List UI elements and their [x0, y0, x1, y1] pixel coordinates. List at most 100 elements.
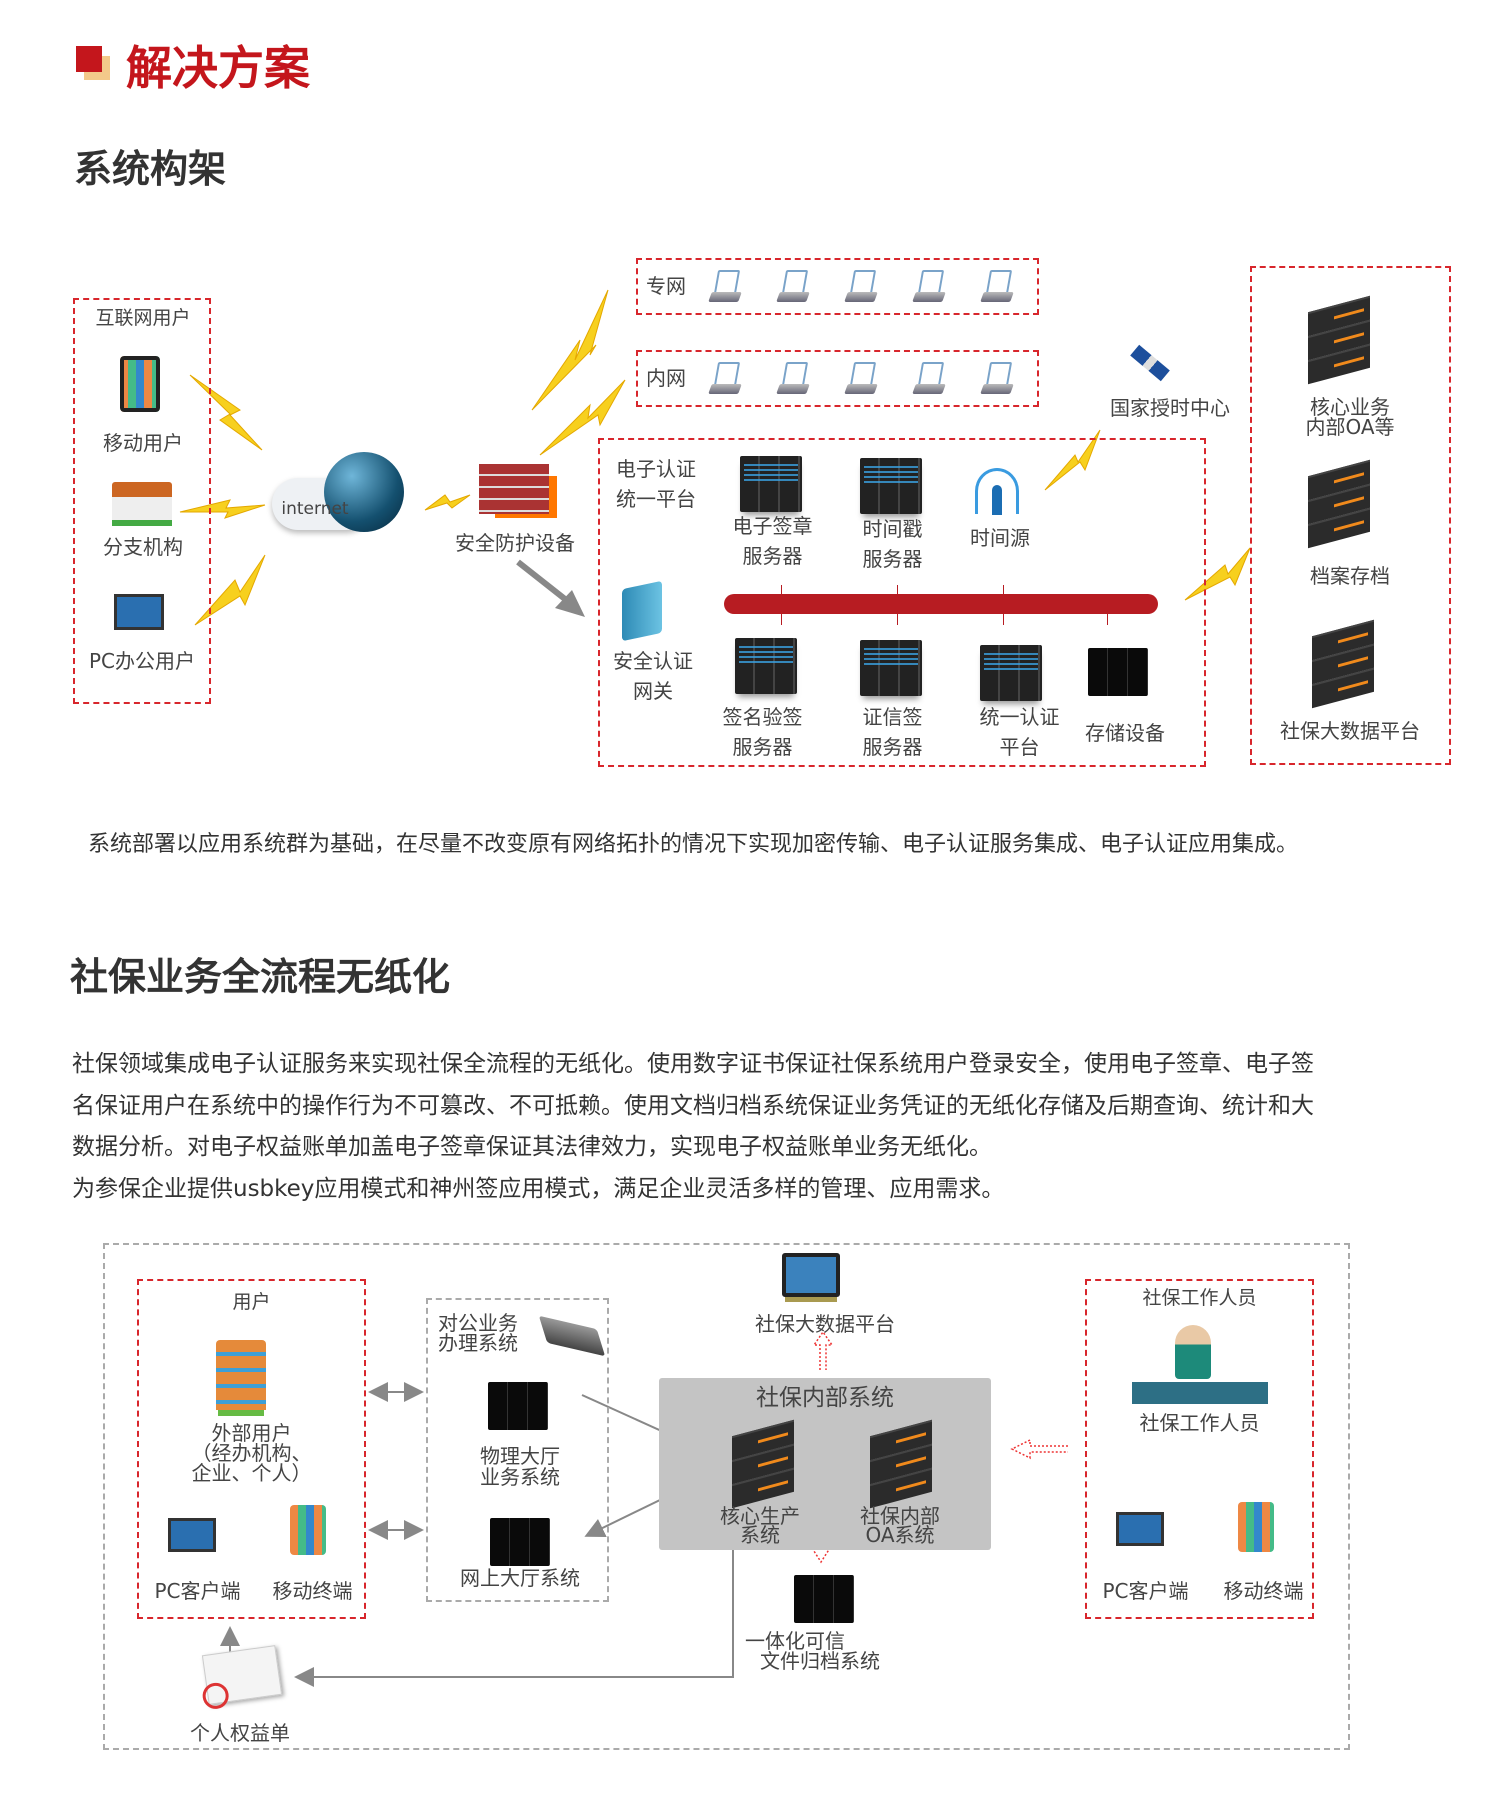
core-business-label-2: 内部OA等 — [1305, 415, 1395, 439]
user-mobile-label: 移动终端 — [272, 1579, 353, 1603]
esign-server-label-2: 服务器 — [742, 544, 803, 568]
server-tower-icon — [490, 1518, 550, 1566]
mobile-phone-icon — [1238, 1502, 1274, 1552]
intranet-label: 内网 — [646, 366, 686, 390]
server-icon — [860, 458, 922, 514]
staff-pc-label: PC客户端 — [1102, 1579, 1189, 1603]
business-systems-box — [1250, 266, 1451, 765]
network-bus — [724, 594, 1158, 614]
external-user-label-2: （经办机构、 — [191, 1441, 312, 1465]
core-business-label: 核心业务 — [1310, 395, 1390, 419]
public-business-label: 对公业务 — [438, 1311, 518, 1335]
platform-title-line1: 电子认证 — [616, 457, 696, 481]
paperless-paragraph: 社保领域集成电子认证服务来实现社保全流程的无纸化。使用数字证书保证社保系统用户登… — [72, 1044, 1314, 1210]
firewall-icon — [479, 464, 549, 514]
bus-connector — [1107, 605, 1108, 625]
branch-building-icon — [112, 482, 172, 520]
private-network-box — [636, 258, 1039, 315]
verify-server-label: 签名验签 — [722, 705, 803, 729]
staff-label: 社保工作人员 — [1139, 1411, 1260, 1435]
desktop-pc-icon — [1116, 1512, 1164, 1546]
archive-system-label-2: 文件归档系统 — [760, 1649, 880, 1673]
page-title: 解决方案 — [126, 41, 310, 95]
auth-platform-box — [598, 438, 1206, 767]
mobile-user-label: 移动用户 — [103, 431, 183, 455]
user-box — [137, 1279, 366, 1619]
lightning-icon — [179, 499, 266, 519]
unified-auth-label: 统一认证 — [979, 705, 1060, 729]
paragraph-line: 数据分析。对电子权益账单加盖电子签章保证其法律效力，实现电子权益账单业务无纸化。 — [72, 1134, 992, 1160]
public-business-label-2: 办理系统 — [438, 1331, 518, 1355]
lightning-icon — [424, 494, 471, 511]
timestamp-server-label-2: 服务器 — [862, 547, 923, 571]
unified-auth-label-2: 平台 — [999, 735, 1040, 759]
storage-label: 存储设备 — [1085, 721, 1165, 745]
desktop-pc-icon — [168, 1518, 216, 1552]
platform-title-line2: 统一平台 — [616, 487, 696, 511]
firewall-label: 安全防护设备 — [455, 531, 575, 555]
staff-box-title: 社保工作人员 — [1142, 1287, 1257, 1309]
server-tower-icon — [794, 1575, 854, 1623]
header-icon — [76, 46, 110, 80]
lightning-icon — [531, 289, 609, 411]
lightning-icon — [194, 554, 266, 626]
lightning-icon — [189, 374, 263, 451]
bus-connector — [1003, 585, 1004, 625]
server-icon — [860, 640, 922, 696]
esign-server-label: 电子签章 — [732, 514, 813, 538]
monitor-icon — [782, 1253, 840, 1297]
intranet-box — [636, 350, 1039, 407]
private-network-label: 专网 — [646, 274, 686, 298]
time-center-label: 国家授时中心 — [1110, 396, 1230, 420]
paperless-diagram-frame — [103, 1243, 1350, 1750]
mobile-phone-icon — [120, 356, 160, 412]
gateway-label-2: 网关 — [633, 679, 673, 703]
bigdata-label: 社保大数据平台 — [755, 1312, 895, 1336]
archive-storage-label: 档案存档 — [1310, 564, 1390, 588]
internal-system-panel — [659, 1378, 991, 1550]
staff-person-icon — [1175, 1325, 1211, 1379]
time-source-label: 时间源 — [970, 526, 1030, 550]
core-production-label: 核心生产 — [720, 1504, 800, 1528]
external-user-label-3: 企业、个人） — [191, 1461, 312, 1485]
core-production-label-2: 系统 — [740, 1523, 780, 1547]
internet-users-box — [73, 298, 211, 704]
paragraph-line: 为参保企业提供usbkey应用模式和神州签应用模式，满足企业灵活多样的管理、应用… — [72, 1175, 1005, 1202]
server-stack-icon — [870, 1419, 932, 1509]
user-pc-label: PC客户端 — [154, 1579, 241, 1603]
gateway-label: 安全认证 — [613, 649, 693, 673]
internal-oa-label-2: OA系统 — [865, 1523, 935, 1547]
internet-users-label: 互联网用户 — [95, 307, 191, 329]
online-hall-label: 网上大厅系统 — [460, 1566, 580, 1590]
globe-icon — [324, 452, 404, 532]
building-icon — [216, 1340, 266, 1410]
bus-connector — [781, 585, 782, 625]
lightning-icon — [539, 379, 626, 456]
staff-mobile-label: 移动终端 — [1223, 1579, 1304, 1603]
paragraph-line: 社保领域集成电子认证服务来实现社保全流程的无纸化。使用数字证书保证社保系统用户登… — [72, 1051, 1314, 1077]
archive-system-label: 一体化可信 — [745, 1629, 845, 1653]
physical-hall-label: 物理大厅 — [480, 1444, 560, 1468]
paragraph-line: 名保证用户在系统中的操作行为不可篡改、不可抵赖。使用文档归档系统保证业务凭证的无… — [72, 1092, 1314, 1119]
staff-box — [1085, 1279, 1314, 1619]
public-business-box — [426, 1298, 609, 1602]
pc-user-label: PC办公用户 — [88, 649, 196, 673]
server-icon — [735, 638, 797, 694]
cert-server-label: 证信签 — [862, 705, 923, 729]
internet-label: internet — [281, 499, 349, 519]
desk-icon — [1132, 1382, 1268, 1404]
storage-icon — [1088, 648, 1148, 696]
cert-server-label-2: 服务器 — [862, 735, 923, 759]
personal-bill-label: 个人权益单 — [190, 1721, 290, 1745]
timestamp-server-label: 时间戳 — [862, 517, 923, 541]
server-icon — [740, 456, 802, 512]
server-icon — [980, 645, 1042, 701]
external-user-label: 外部用户 — [211, 1421, 292, 1445]
internal-system-title: 社保内部系统 — [756, 1385, 894, 1411]
architecture-caption: 系统部署以应用系统群为基础，在尽量不改变原有网络拓扑的情况下实现加密传输、电子认… — [88, 832, 1299, 857]
branch-label: 分支机构 — [103, 535, 183, 559]
bigdata-platform-label: 社保大数据平台 — [1280, 719, 1420, 743]
verify-server-label-2: 服务器 — [732, 735, 793, 759]
bill-document-icon — [200, 1645, 283, 1711]
section-title-paperless: 社保业务全流程无纸化 — [70, 955, 451, 999]
